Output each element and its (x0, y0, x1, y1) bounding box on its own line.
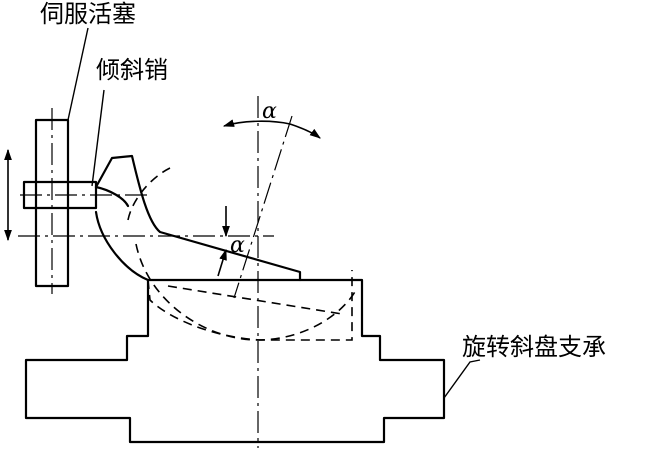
tilted-axis (233, 115, 293, 299)
swashplate-support-label: 旋转斜盘支承 (462, 333, 606, 361)
leader-swashplate-support (443, 359, 481, 399)
tilt-pin-label: 倾斜销 (96, 56, 168, 84)
inner-dashed-line (167, 285, 343, 315)
side-angle-arrow-up (217, 248, 227, 277)
plate-arc-dashed (127, 167, 171, 221)
swashplate-support-outline (24, 278, 446, 444)
tilt-pin-head (94, 185, 130, 208)
swashplate-dashed-arc (135, 243, 357, 341)
angle-alpha-top: α (262, 99, 277, 124)
leader-servo-piston (67, 27, 89, 121)
servo-piston-label: 伺服活塞 (40, 0, 136, 28)
angle-alpha-side: α (230, 233, 245, 258)
angle-arc-top-right (289, 123, 321, 139)
tilt-pin-lever (94, 154, 302, 282)
angle-arc-top (222, 119, 291, 127)
leader-tilt-pin (91, 89, 105, 187)
